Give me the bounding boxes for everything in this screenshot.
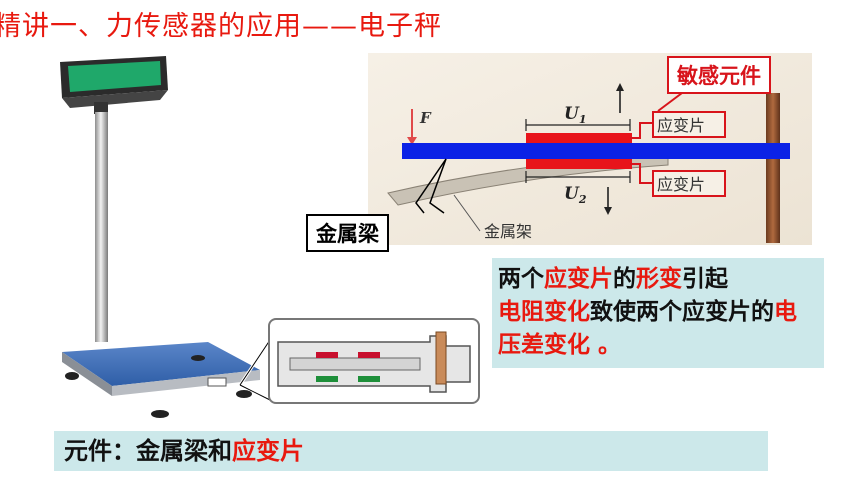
component-summary: 元件：金属梁和应变片 xyxy=(54,431,768,471)
callout-text-1: 两个 xyxy=(498,266,544,292)
component-prefix: 元件：金属梁和 xyxy=(64,437,232,465)
explanation-callout: 两个应变片的形变引起 电阻变化致使两个应变片的电压差变化 。 xyxy=(492,258,824,368)
callout-text-4: 致使两个应变片的 xyxy=(590,299,774,325)
strain-gauge-top xyxy=(526,133,632,143)
metal-frame-label: 金属架 xyxy=(484,222,532,241)
metal-beam-label: 金属梁 xyxy=(306,214,389,252)
strain-gauge-bottom-right xyxy=(358,376,380,382)
strain-gauge-bottom xyxy=(526,159,632,169)
metal-frame-pointer xyxy=(453,194,481,232)
callout-highlight-resistance-change: 电阻变化 xyxy=(498,299,590,325)
force-label: F xyxy=(419,109,432,127)
callout-text-3: 引起 xyxy=(682,266,728,292)
strain-gauge-label-box-top xyxy=(652,111,726,138)
sensor-detail-inset xyxy=(268,318,480,404)
page-title: 精讲一、力传感器的应用——电子秤 xyxy=(0,11,442,42)
callout-highlight-voltage-change: 电压差变化 。 xyxy=(498,299,797,358)
u1-label: U1 xyxy=(564,104,586,126)
metal-beam xyxy=(402,143,790,159)
weighing-platform xyxy=(62,342,260,386)
callout-highlight-strain-gauge: 应变片 xyxy=(544,266,613,292)
electronic-scale-image xyxy=(60,56,260,418)
callout-highlight-deformation: 形变 xyxy=(636,266,682,292)
u2-label: U2 xyxy=(564,184,587,206)
strain-gauge-top-right xyxy=(358,352,380,358)
strain-gauge-label-box-bottom xyxy=(652,170,726,197)
scale-pole xyxy=(95,112,108,342)
strain-gauge-label-bottom: 应变片 xyxy=(657,175,705,194)
strain-gauge-bottom-left xyxy=(316,376,338,382)
component-highlight: 应变片 xyxy=(232,437,304,465)
strain-gauge-label-top: 应变片 xyxy=(657,116,705,135)
display-screen xyxy=(68,61,161,92)
sensitive-element-label: 敏感元件 xyxy=(667,56,771,94)
support-post xyxy=(766,93,780,243)
callout-text-2: 的 xyxy=(613,266,636,292)
strain-gauge-top-left xyxy=(316,352,338,358)
